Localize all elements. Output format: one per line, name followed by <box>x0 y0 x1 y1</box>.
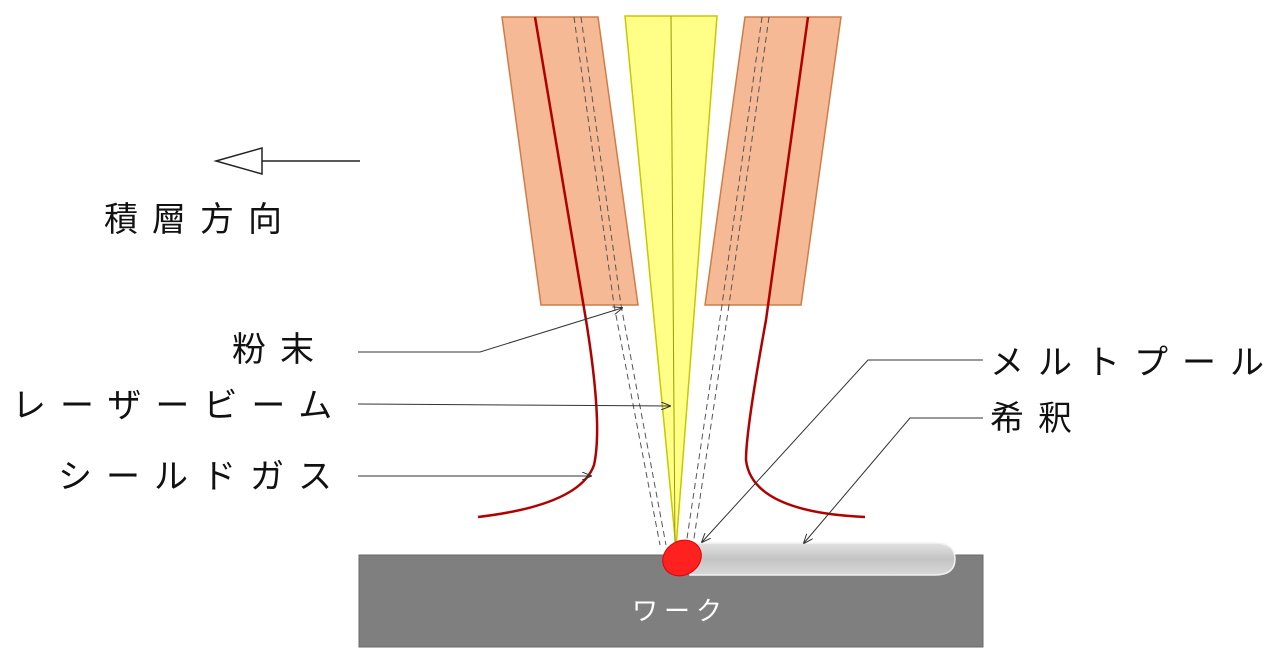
shield-gas-line-left <box>477 16 599 519</box>
powder-label: 粉末 <box>232 330 328 370</box>
laser-beam-axis <box>670 15 676 549</box>
laser-beam-leader <box>357 404 670 406</box>
work-label: ワーク <box>632 597 728 627</box>
dilution-leader <box>804 417 983 543</box>
dilution-label: 希釈 <box>990 399 1086 439</box>
melt-pool-label: メルトプール <box>990 343 1275 383</box>
laser-beam-label: レーザービーム <box>12 386 346 426</box>
powder-stream-right <box>685 16 770 546</box>
direction-label: 積層方向 <box>104 200 296 240</box>
powder-stream-left <box>573 16 667 546</box>
direction-arrow <box>213 147 360 175</box>
shield-gas-line-right <box>744 16 866 519</box>
powder-leader <box>358 308 622 353</box>
right-nozzle <box>704 16 842 306</box>
melt-pool <box>662 539 702 577</box>
shield-gas-label: シールドガス <box>58 457 346 497</box>
laser-beam <box>624 15 718 549</box>
deposited-bead <box>689 542 956 576</box>
melt-pool-leader <box>702 359 983 542</box>
left-nozzle <box>501 16 639 306</box>
